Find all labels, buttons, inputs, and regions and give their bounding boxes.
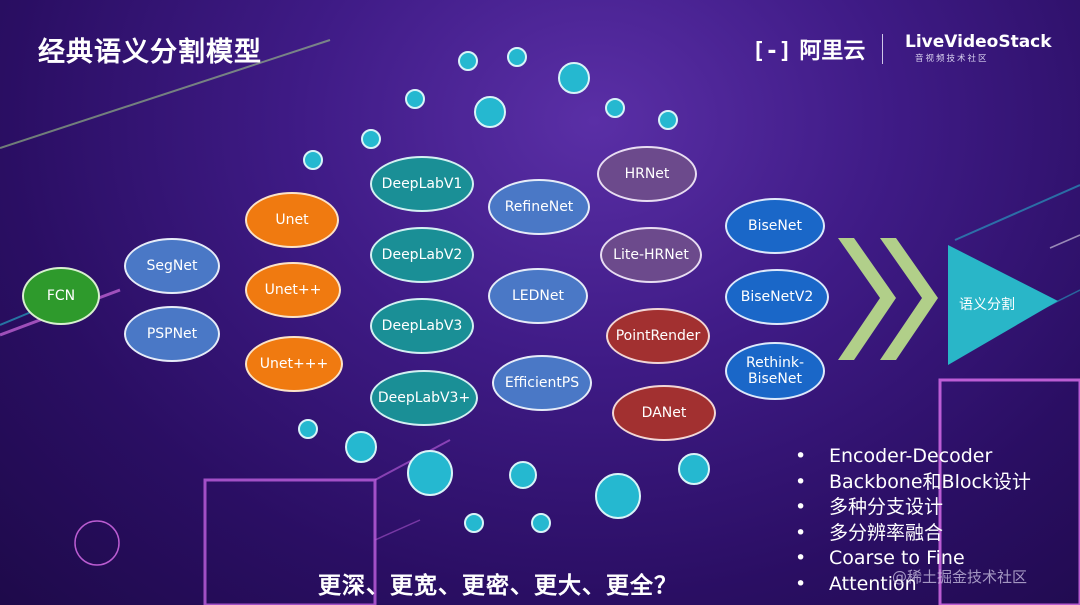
decorative-dot <box>361 129 381 149</box>
decorative-dot <box>345 431 377 463</box>
decorative-dot <box>507 47 527 67</box>
model-node: PSPNet <box>124 306 220 362</box>
livevideostack-subtitle: 音视频技术社区 <box>915 54 989 64</box>
model-node: DeepLabV2 <box>370 227 474 283</box>
model-node: Unet <box>245 192 339 248</box>
bullet-symbol: • <box>795 470 807 493</box>
decorative-dot <box>407 450 453 496</box>
target-triangle <box>948 245 1058 365</box>
model-node: LEDNet <box>488 268 588 324</box>
model-node: Lite-HRNet <box>600 227 702 283</box>
decorative-dot <box>405 89 425 109</box>
decorative-dot <box>678 453 710 485</box>
bullet-symbol: • <box>795 521 807 544</box>
decorative-dot <box>605 98 625 118</box>
model-node: Unet+++ <box>245 336 343 392</box>
decorative-dot <box>558 62 590 94</box>
model-node: BiseNet <box>725 198 825 254</box>
model-node: DeepLabV1 <box>370 156 474 212</box>
target-label: 语义分割 <box>959 297 1015 313</box>
bullet-symbol: • <box>795 496 807 518</box>
model-node: EfficientPS <box>492 355 592 411</box>
chevron-1 <box>838 238 896 360</box>
bullet-item: •Backbone和Block设计 <box>795 470 1031 496</box>
bullet-symbol: • <box>795 547 807 569</box>
bullet-item: •Encoder-Decoder <box>795 444 1031 470</box>
decorative-dot <box>531 513 551 533</box>
aliyun-logo: [-] 阿里云 <box>752 33 865 65</box>
logo-divider <box>882 34 883 64</box>
decorative-dot <box>298 419 318 439</box>
chevron-2 <box>880 238 938 360</box>
model-node: FCN <box>22 267 100 325</box>
model-node: DeepLabV3 <box>370 298 474 354</box>
bottom-caption: 更深、更宽、更密、更大、更全？ <box>318 573 678 599</box>
decorative-dot <box>595 473 641 519</box>
model-node: DANet <box>612 385 716 441</box>
bullet-item: •Coarse to Fine <box>795 546 1031 572</box>
bullet-item: •Attention <box>795 572 1031 598</box>
watermark: @稀土掘金技术社区 <box>892 568 1028 586</box>
decorative-dot <box>464 513 484 533</box>
bullet-item: •多分辨率融合 <box>795 521 1031 547</box>
decorative-dot <box>474 96 506 128</box>
decorative-dot <box>303 150 323 170</box>
model-node: SegNet <box>124 238 220 294</box>
decorative-dot <box>509 461 537 489</box>
livevideostack-logo: LiveVideoStack <box>905 32 1052 52</box>
model-node: DeepLabV3+ <box>370 370 478 426</box>
model-node: Rethink- BiseNet <box>725 342 825 400</box>
bullet-symbol: • <box>795 445 807 467</box>
aliyun-logo-icon: [-] <box>752 39 792 64</box>
model-node: BiseNetV2 <box>725 269 829 325</box>
bullet-list: •Encoder-Decoder •Backbone和Block设计 •多种分支… <box>795 444 1031 597</box>
decorative-dot <box>658 110 678 130</box>
model-node: RefineNet <box>488 179 590 235</box>
page-title: 经典语义分割模型 <box>38 37 262 68</box>
model-node: Unet++ <box>245 262 341 318</box>
decorative-dot <box>458 51 478 71</box>
bullet-symbol: • <box>795 572 807 595</box>
model-node: HRNet <box>597 146 697 202</box>
model-node: PointRender <box>606 308 710 364</box>
bullet-item: •多种分支设计 <box>795 495 1031 521</box>
aliyun-logo-text: 阿里云 <box>799 39 866 64</box>
